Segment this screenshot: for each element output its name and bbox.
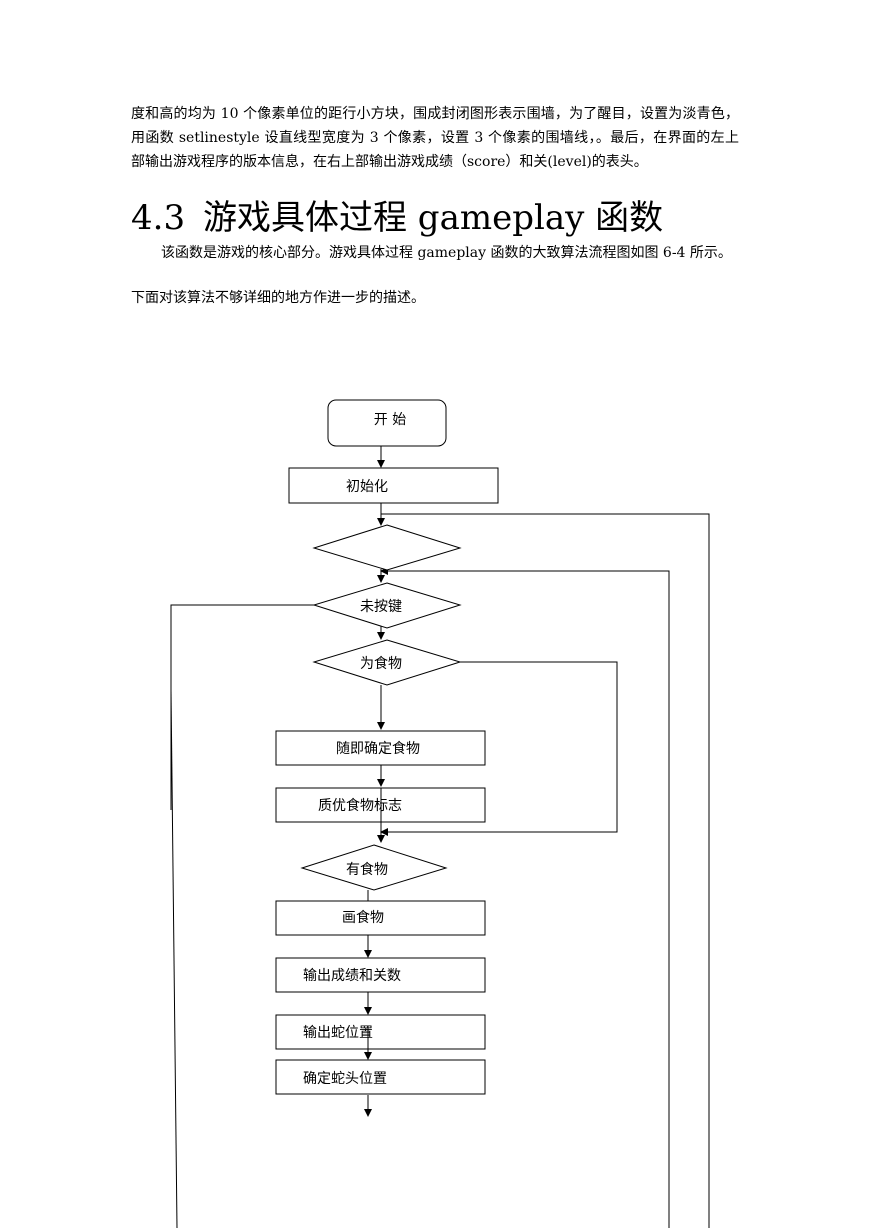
body-paragraph-2: 该函数是游戏的核心部分。游戏具体过程 gameplay 函数的大致算法流程图如图…: [161, 245, 732, 261]
random-food-box: [275, 730, 486, 766]
food-flag-label: 质优食物标志: [318, 797, 402, 814]
draw-food-label: 画食物: [342, 909, 384, 926]
is-food-diamond: [312, 639, 462, 686]
loop-decision-diamond: [312, 524, 462, 571]
set-head-label: 确定蛇头位置: [303, 1071, 387, 1087]
start-terminator: [327, 399, 447, 447]
branch-line-isfood-no: [380, 661, 618, 836]
section-heading: 4.3 游戏具体过程 gameplay 函数: [131, 196, 663, 240]
set-head-box: [275, 1059, 486, 1095]
no-key-label: 未按键: [360, 599, 402, 615]
output-score-box: [275, 957, 486, 993]
random-food-label: 随即确定食物: [336, 740, 420, 757]
has-food-diamond: [300, 844, 448, 891]
section-number: 4.3: [131, 198, 186, 238]
no-key-diamond: [312, 582, 462, 629]
body-paragraph-3: 下面对该算法不够详细的地方作进一步的描述。: [131, 290, 425, 306]
init-label: 初始化: [346, 478, 388, 495]
loop-line-outer-right: [381, 513, 710, 1228]
output-snake-label: 输出蛇位置: [303, 1025, 373, 1041]
has-food-label: 有食物: [346, 861, 388, 878]
loop-line-inner-right: [380, 567, 670, 1228]
loop-line-left-lower: [170, 689, 178, 1228]
output-snake-box: [275, 1014, 486, 1050]
draw-food-box: [275, 900, 486, 936]
start-label: 开 始: [374, 412, 406, 428]
loop-line-left: [170, 604, 316, 810]
body-paragraph-1: 度和高的均为 10 个像素单位的距行小方块，围成封闭图形表示围墙，为了醒目，设置…: [131, 106, 739, 170]
init-box: [288, 467, 499, 504]
output-score-label: 输出成绩和关数: [303, 968, 401, 984]
section-title: 游戏具体过程 gameplay 函数: [203, 198, 664, 238]
is-food-label: 为食物: [360, 655, 402, 672]
